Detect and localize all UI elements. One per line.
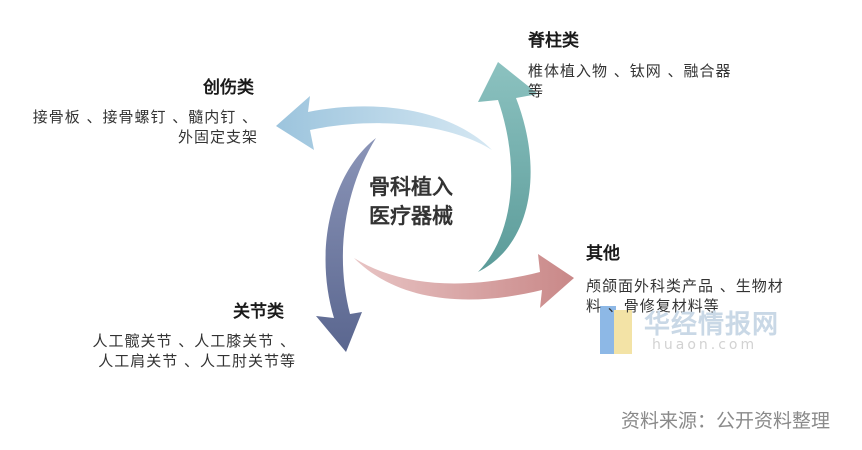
category-desc-other-line-2: 料 、骨修复材料等 xyxy=(586,297,720,315)
arrow-joint xyxy=(316,138,376,352)
center-title-line-1: 骨科植入 xyxy=(369,175,453,199)
source-note: 资料来源：公开资料整理 xyxy=(620,410,830,432)
category-desc-joint: 人工髋关节 、人工膝关节 、 人工肩关节 、人工肘关节等 xyxy=(92,331,296,371)
watermark-name: 华经情报网 xyxy=(644,310,780,340)
category-title-joint: 关节类 xyxy=(233,302,284,322)
category-desc-spine-line-2: 等 xyxy=(528,82,545,100)
center-title-line-2: 医疗器械 xyxy=(369,204,453,228)
category-title-spine: 脊柱类 xyxy=(528,31,579,51)
category-desc-other-line-1: 颅颌面外科类产品 、生物材 xyxy=(586,277,784,295)
center-title: 骨科植入 医疗器械 xyxy=(369,173,453,231)
category-title-trauma: 创伤类 xyxy=(203,78,254,98)
category-title-other: 其他 xyxy=(586,244,620,264)
category-desc-other: 颅颌面外科类产品 、生物材 料 、骨修复材料等 xyxy=(586,276,784,316)
category-desc-trauma-line-2: 外固定支架 xyxy=(177,128,258,146)
category-desc-spine-line-1: 椎体植入物 、钛网 、融合器 xyxy=(528,62,732,80)
arrow-spine xyxy=(478,62,538,272)
category-desc-trauma-line-1: 接骨板 、接骨螺钉 、髓内钉 、 xyxy=(32,108,258,126)
category-desc-joint-line-2: 人工肩关节 、人工肘关节等 xyxy=(98,352,296,370)
category-desc-joint-line-1: 人工髋关节 、人工膝关节 、 xyxy=(92,332,296,350)
arrow-other xyxy=(354,254,574,308)
watermark-logo-blue xyxy=(600,306,616,354)
arrow-trauma xyxy=(276,96,492,150)
watermark-domain: huaon.com xyxy=(652,337,758,353)
category-desc-trauma: 接骨板 、接骨螺钉 、髓内钉 、 外固定支架 xyxy=(33,107,258,147)
category-desc-spine: 椎体植入物 、钛网 、融合器 等 xyxy=(528,61,732,101)
watermark-logo-yellow xyxy=(614,310,632,354)
